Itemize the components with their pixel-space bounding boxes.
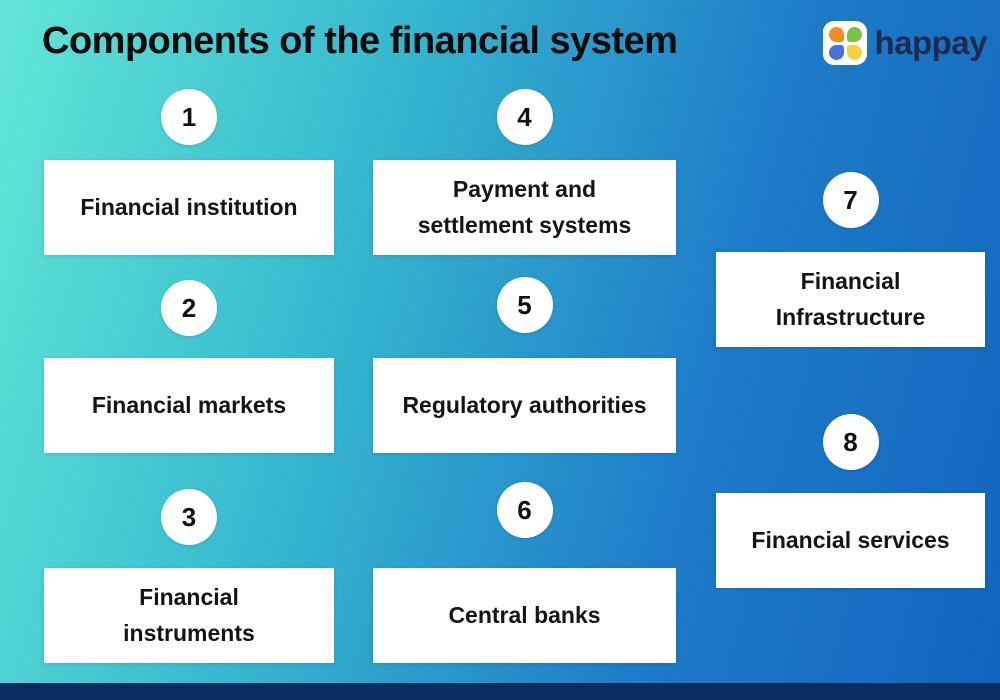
happay-logo-icon <box>823 21 868 65</box>
item-number-badge: 6 <box>496 482 553 538</box>
component-item-central-banks: 6 Central banks <box>373 482 676 663</box>
component-item-payment-settlement-systems: 4 Payment and settlement systems <box>373 89 676 255</box>
component-item-financial-institution: 1 Financial institution <box>44 89 334 255</box>
item-card: Payment and settlement systems <box>373 160 676 255</box>
logo-dot-blue <box>828 44 844 60</box>
item-card: Regulatory authorities <box>373 358 676 453</box>
item-card: Financial Infrastructure <box>716 252 985 347</box>
item-number-badge: 2 <box>161 280 217 336</box>
component-item-financial-instruments: 3 Financial instruments <box>44 489 334 663</box>
item-card: Financial markets <box>44 358 334 453</box>
happay-logo-text: happay <box>874 24 987 61</box>
bottom-accent-bar <box>0 683 1000 700</box>
page-title: Components of the financial system <box>42 20 678 62</box>
item-number-badge: 1 <box>161 89 217 145</box>
item-number-badge: 4 <box>496 89 553 145</box>
item-card: Financial instruments <box>44 568 334 663</box>
component-item-regulatory-authorities: 5 Regulatory authorities <box>373 277 676 453</box>
item-card: Financial institution <box>44 160 334 255</box>
item-number-badge: 3 <box>161 489 217 545</box>
item-card: Financial services <box>716 493 985 588</box>
logo-dot-orange <box>828 26 844 42</box>
item-number-badge: 8 <box>822 414 879 470</box>
item-number-badge: 7 <box>822 172 879 228</box>
item-number-badge: 5 <box>496 277 553 333</box>
item-card: Central banks <box>373 568 676 663</box>
logo-dot-green <box>846 26 862 42</box>
component-item-financial-infrastructure: 7 Financial Infrastructure <box>716 172 985 347</box>
component-item-financial-services: 8 Financial services <box>716 414 985 588</box>
component-item-financial-markets: 2 Financial markets <box>44 280 334 453</box>
logo-dot-yellow <box>846 44 862 60</box>
happay-logo: happay <box>823 21 987 65</box>
